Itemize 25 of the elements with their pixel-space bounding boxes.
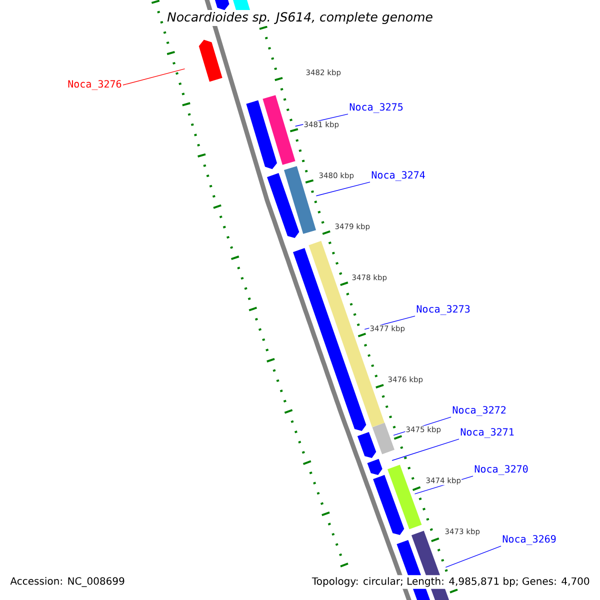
gene-block	[267, 173, 300, 238]
leader-line	[316, 182, 370, 196]
gene-block	[357, 432, 376, 458]
gene-label: Noca_3271	[460, 428, 514, 438]
gene-label: Noca_3270	[474, 465, 528, 475]
gene-block	[246, 100, 278, 170]
title: Nocardioides sp. JS614, complete genome	[165, 10, 435, 26]
footer-text: Topology: circular; Length: 4,985,871 bp; Genes: 4,700	[310, 575, 592, 589]
leader-line	[122, 68, 186, 86]
gene-label: Noca_3272	[452, 406, 506, 416]
gene-label: Noca_3273	[416, 305, 470, 315]
footer-text: Accession: NC_008699	[8, 575, 127, 589]
gene-box	[388, 464, 422, 530]
gene-label: Noca_3275	[350, 103, 403, 113]
gene-label: Noca_3276	[68, 80, 122, 90]
leader-line	[445, 546, 502, 568]
gene-block	[198, 40, 222, 82]
leader-line	[392, 438, 460, 461]
gene-box	[372, 422, 395, 454]
gene-block	[367, 458, 382, 476]
gene-box	[262, 95, 296, 165]
gene-label: Noca_3274	[372, 171, 425, 181]
gene-box	[284, 166, 316, 234]
gene-block	[373, 474, 404, 535]
gene-label: Noca_3269	[502, 535, 556, 545]
